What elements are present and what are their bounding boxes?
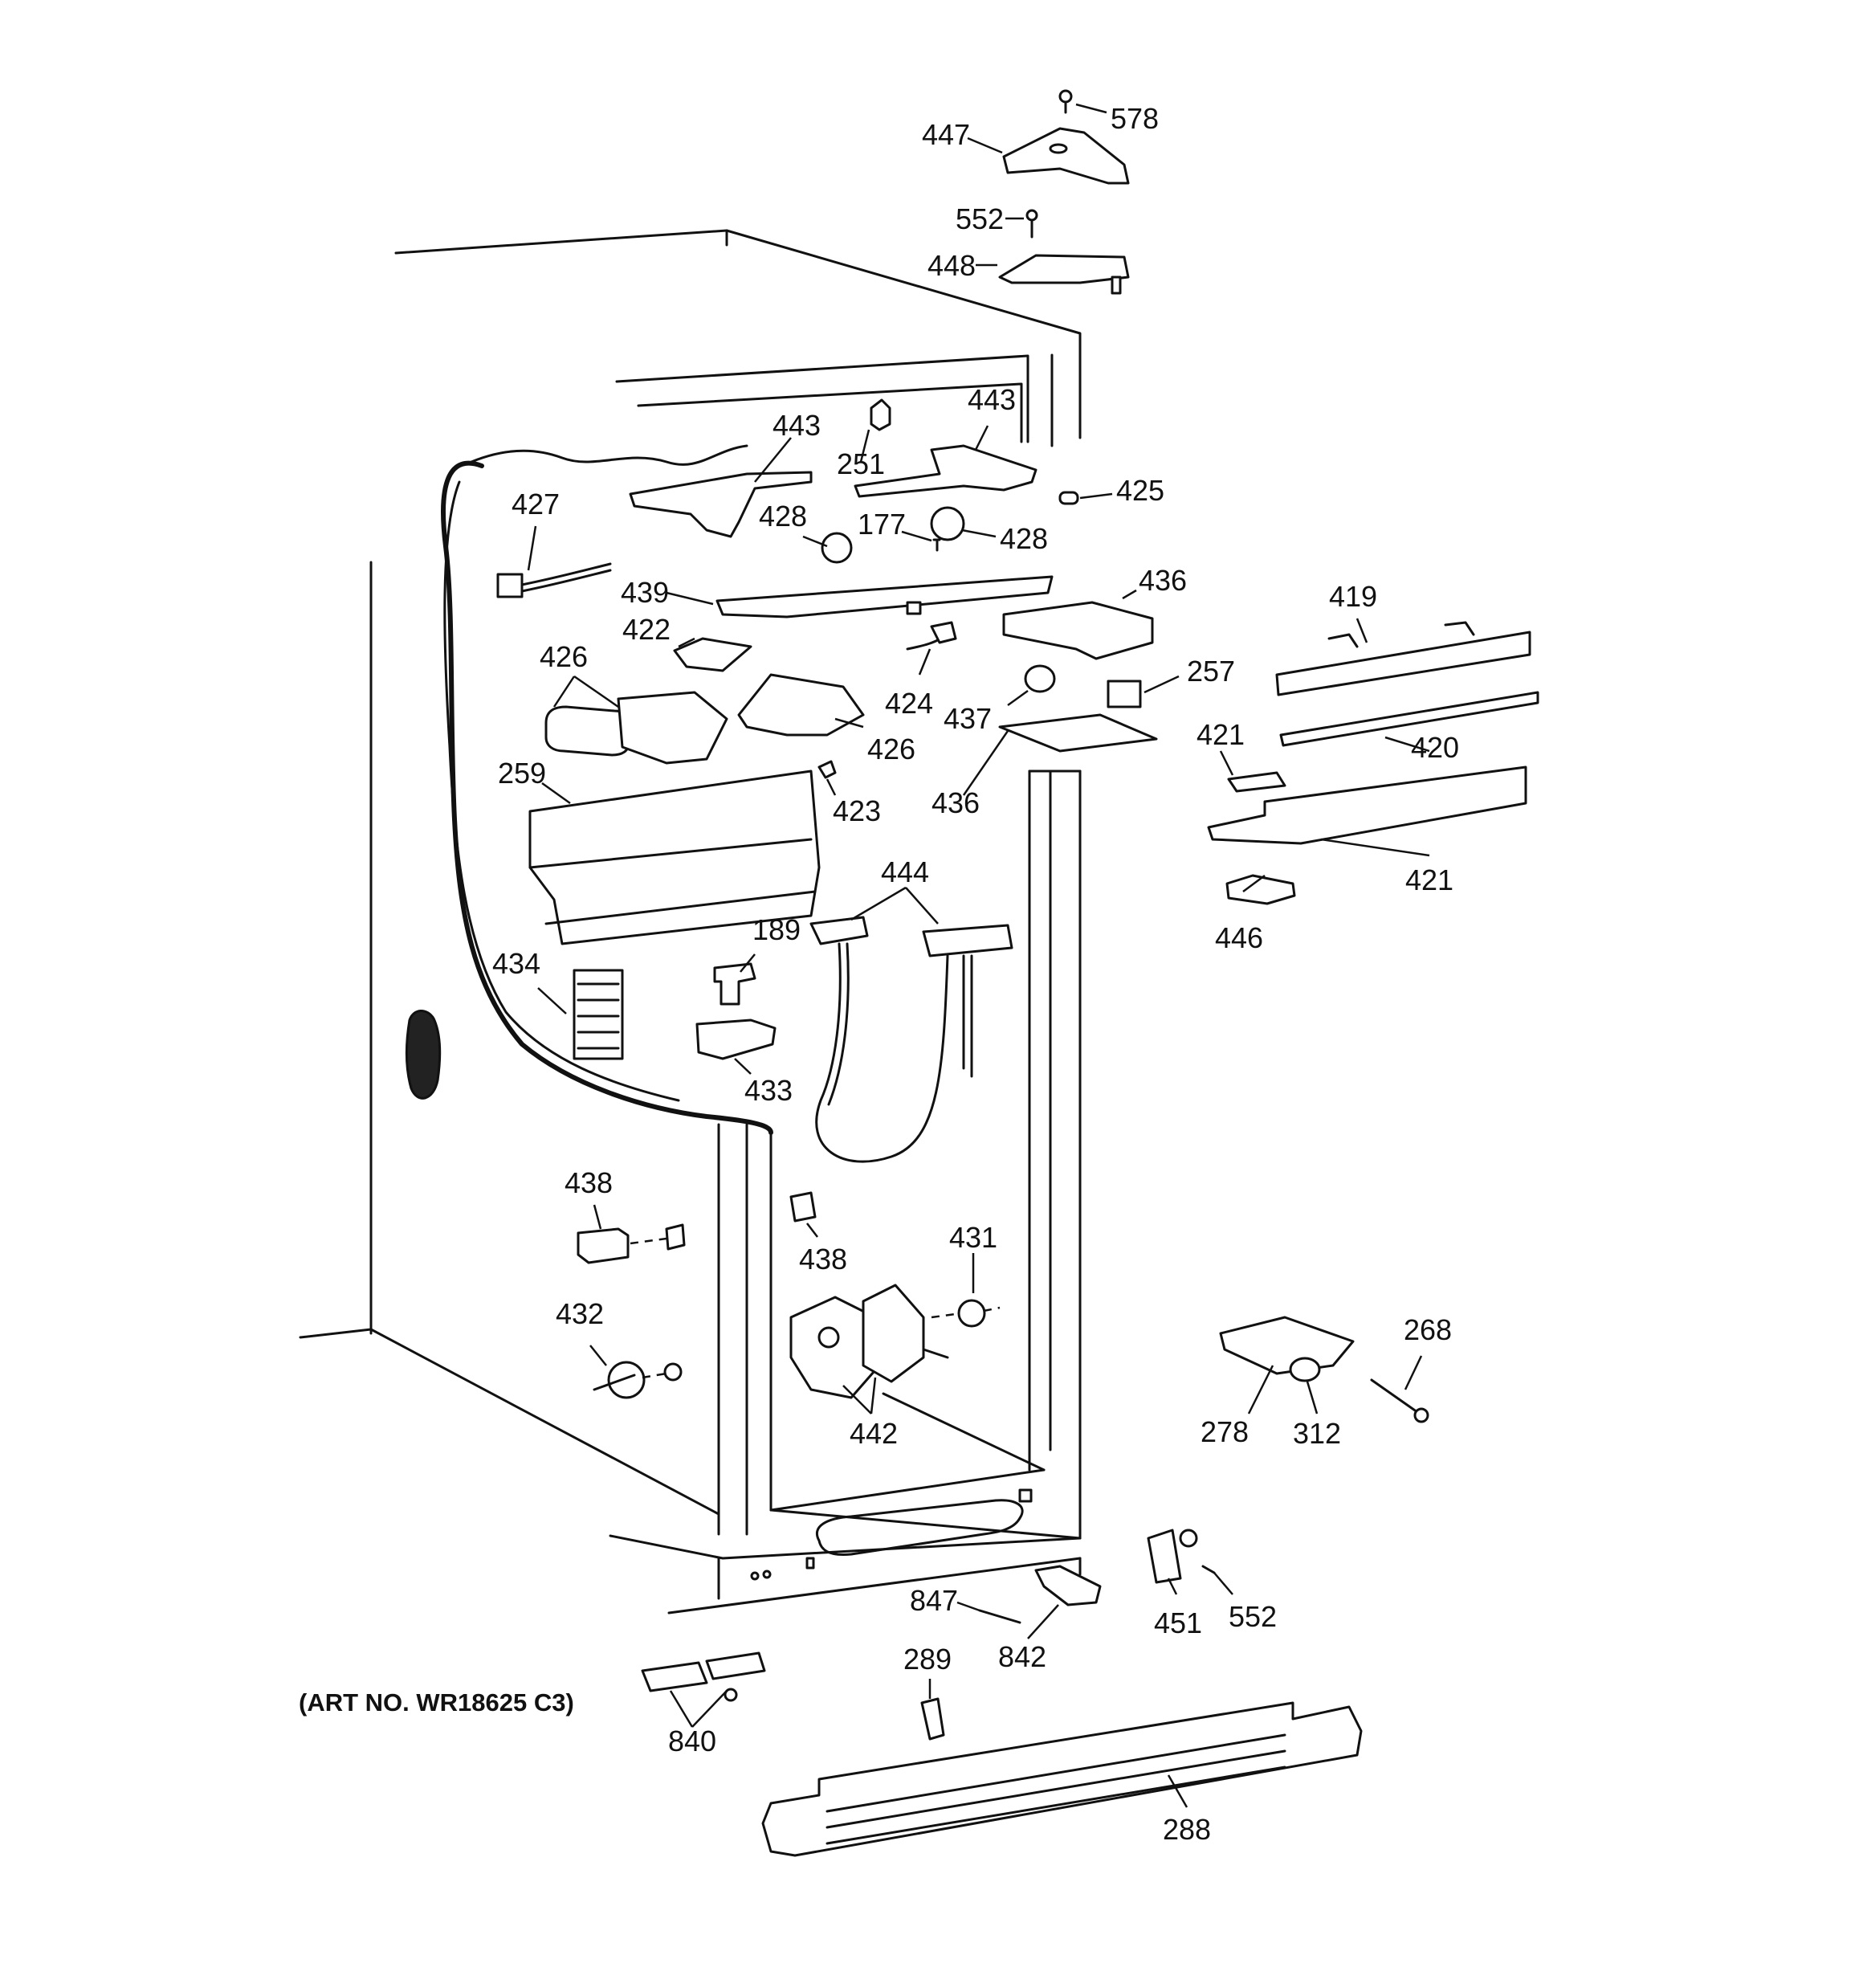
callout-434: 434 (492, 947, 540, 980)
gear-428-left (821, 532, 853, 564)
callout-438: 438 (565, 1166, 613, 1199)
screw-177 (932, 538, 941, 552)
part-423 (817, 760, 837, 779)
callout-257: 257 (1187, 655, 1235, 688)
callout-432: 432 (556, 1297, 604, 1330)
callout-259: 259 (498, 757, 546, 790)
part-257 (1107, 680, 1142, 708)
callout-578: 578 (1111, 102, 1159, 135)
clip-289 (920, 1697, 945, 1741)
callout-442: 442 (850, 1417, 898, 1450)
callout-431: 431 (949, 1221, 997, 1254)
part-437 (1024, 664, 1056, 693)
callout-419: 419 (1329, 580, 1377, 613)
callout-labels: 578 447 552 448 443 251 443 425 427 428 … (299, 102, 1459, 1846)
callout-423: 423 (833, 794, 881, 827)
callout-177: 177 (858, 508, 906, 541)
bracket-451 (1147, 1529, 1182, 1584)
rail-419 (1275, 631, 1531, 696)
callout-189: 189 (752, 913, 801, 946)
callout-421: 421 (1405, 863, 1453, 896)
part-426-ring (544, 705, 632, 757)
callout-842: 842 (998, 1640, 1046, 1673)
callout-437: 437 (944, 702, 992, 735)
bracket-443-left (629, 471, 813, 538)
tee-189 (713, 962, 756, 1006)
callout-428: 428 (759, 500, 807, 533)
parts-840 (641, 1651, 766, 1702)
callout-422: 422 (622, 613, 671, 646)
spring-847 (978, 1609, 1021, 1624)
switch-438-right (789, 1191, 817, 1223)
cabinet-body (299, 229, 1082, 1614)
part-426-assembly (737, 673, 865, 737)
callout-251: 251 (837, 447, 885, 480)
pin-425 (1058, 491, 1079, 505)
roller-312 (1289, 1357, 1321, 1382)
callout-439: 439 (621, 576, 669, 609)
screw-578 (1058, 89, 1073, 114)
callout-268: 268 (1404, 1313, 1452, 1346)
bracket-278 (1219, 1316, 1355, 1375)
bracket-443-right (854, 444, 1037, 498)
housing-436-top (1002, 601, 1154, 660)
callout-289: 289 (903, 1643, 952, 1676)
callout-446: 446 (1215, 921, 1263, 954)
callout-425: 425 (1116, 474, 1164, 507)
callout-451: 451 (1154, 1606, 1202, 1639)
callout-552: 552 (1229, 1600, 1277, 1633)
leader-lines (527, 103, 1430, 1808)
callout-288: 288 (1163, 1813, 1211, 1846)
strip-420 (1279, 691, 1539, 747)
hinge-448 (998, 254, 1130, 284)
callout-444: 444 (881, 855, 929, 888)
callout-424: 424 (885, 687, 933, 720)
callout-443: 443 (773, 409, 821, 442)
callout-433: 433 (744, 1074, 793, 1107)
callout-436: 436 (1139, 564, 1187, 597)
hinge-cover-447 (1002, 127, 1130, 185)
parts (496, 89, 1539, 1857)
screw-552-top (1025, 209, 1038, 239)
callout-552: 552 (956, 202, 1004, 235)
callout-438: 438 (799, 1243, 847, 1276)
screw-552-bottom (1201, 1565, 1216, 1574)
callout-436: 436 (932, 786, 980, 819)
thermostat-assembly-444 (809, 916, 1013, 1163)
callout-420: 420 (1411, 731, 1459, 764)
part-432 (593, 1361, 683, 1399)
part-433 (695, 1018, 777, 1060)
fan-assembly-442 (789, 1284, 949, 1399)
bracket-842 (1034, 1565, 1102, 1606)
plate-439 (715, 575, 1054, 618)
callout-426: 426 (540, 640, 588, 673)
callout-278: 278 (1201, 1415, 1249, 1448)
toe-grille-288 (761, 1701, 1363, 1857)
callout-428: 428 (1000, 522, 1048, 555)
switch-438-left (577, 1227, 630, 1264)
callout-448: 448 (927, 249, 976, 282)
gear-428-right (930, 506, 965, 541)
part-421-small (1227, 771, 1286, 793)
callout-447: 447 (922, 118, 970, 151)
callout-312: 312 (1293, 1417, 1341, 1450)
gasket-422 (673, 637, 752, 672)
tray-436 (998, 713, 1158, 753)
knob-251 (870, 398, 891, 431)
part-426-duct (617, 691, 728, 765)
art-number-label: (ART NO. WR18625 C3) (299, 1688, 574, 1717)
callout-847: 847 (910, 1584, 958, 1617)
callout-427: 427 (512, 488, 560, 520)
callout-840: 840 (668, 1725, 716, 1757)
callout-443: 443 (968, 383, 1016, 416)
connector-427 (496, 562, 612, 598)
part-446 (1225, 874, 1296, 905)
callout-426: 426 (867, 733, 915, 765)
part-431 (957, 1299, 986, 1328)
callout-421: 421 (1196, 718, 1245, 751)
assembly-421 (1207, 765, 1527, 845)
screw-268 (1370, 1378, 1419, 1414)
